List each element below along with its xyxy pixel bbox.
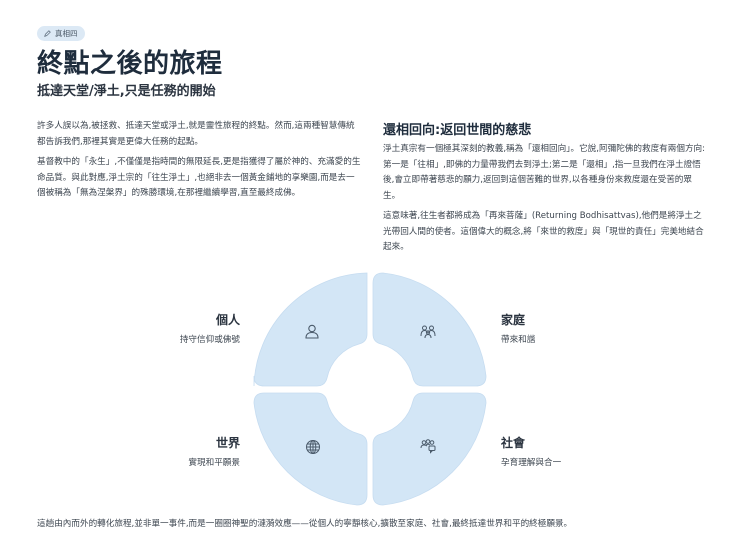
right-paragraph-1: 淨土真宗有一個極其深刻的教義,稱為「還相回向」。它說,阿彌陀佛的救度有兩個方向:… bbox=[383, 144, 706, 201]
quadrant-subtitle-world: 實現和平願景 bbox=[188, 458, 240, 468]
quadrant-top-left bbox=[253, 272, 368, 387]
community-icon bbox=[420, 439, 436, 454]
pencil-icon bbox=[44, 30, 51, 37]
page-subtitle: 抵達天堂/淨土,只是任務的開始 bbox=[37, 84, 216, 99]
section-heading: 還相回向:返回世間的慈悲 bbox=[383, 123, 532, 138]
badge-label: 真相四 bbox=[55, 29, 78, 38]
globe-icon bbox=[306, 440, 320, 454]
quadrant-title-society: 社會 bbox=[501, 436, 526, 450]
left-paragraph-1: 許多人誤以為,被拯救、抵達天堂或淨土,就是靈性旅程的終點。然而,這兩種智慧傳統都… bbox=[37, 121, 355, 147]
quadrant-title-family: 家庭 bbox=[501, 313, 526, 327]
quadrant-subtitle-family: 帶來和諧 bbox=[501, 335, 536, 345]
footer-caption: 這趟由內而外的轉化旅程,並非單一事件,而是一圈圈神聖的漣漪效應——從個人的寧靜核… bbox=[37, 519, 573, 529]
section-badge: 真相四 bbox=[37, 26, 85, 41]
family-icon bbox=[420, 325, 436, 339]
quadrant-title-world: 世界 bbox=[215, 436, 240, 450]
quadrant-title-personal: 個人 bbox=[215, 313, 240, 327]
page-title: 終點之後的旅程 bbox=[37, 49, 223, 79]
left-paragraph-2: 基督教中的「永生」,不僅僅是指時間的無限延長,更是指獲得了屬於神的、充滿愛的生命… bbox=[37, 157, 361, 198]
quadrant-subtitle-society: 孕育理解與合一 bbox=[501, 458, 562, 468]
right-paragraph-2: 這意味著,往生者都將成為「再來菩薩」(Returning Bodhisattva… bbox=[383, 211, 704, 252]
person-icon bbox=[305, 324, 319, 339]
quadrant-subtitle-personal: 持守信仰或佛號 bbox=[179, 335, 240, 345]
